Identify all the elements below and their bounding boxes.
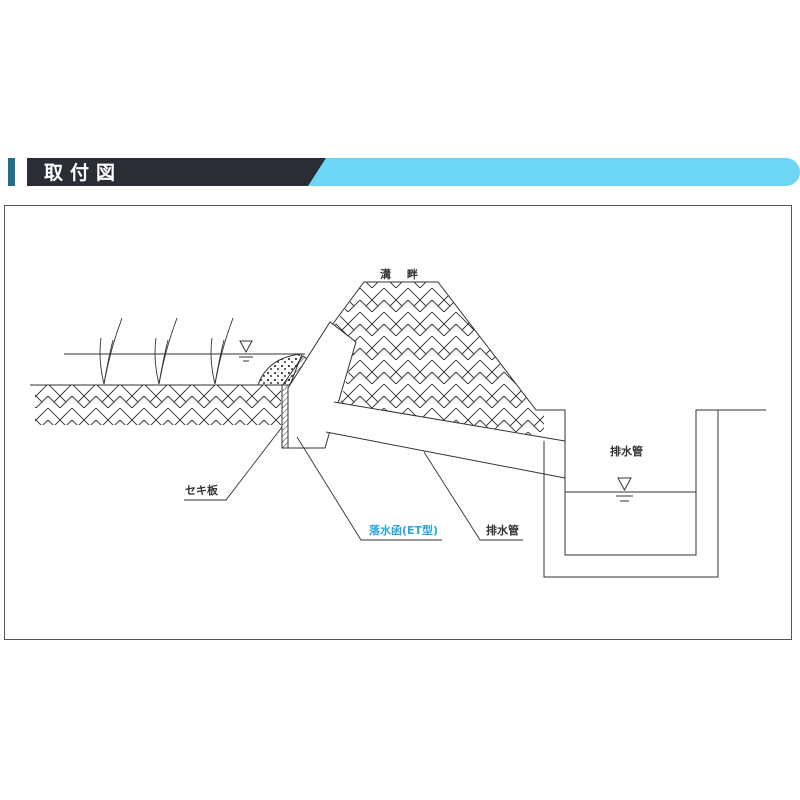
levee <box>305 281 544 441</box>
label-drain-pipe: 排水管 <box>486 524 519 537</box>
label-weir-plate: セキ板 <box>185 484 218 497</box>
leader-drain-pipe <box>423 451 523 541</box>
leader-drop-box <box>296 436 442 541</box>
header-marker <box>8 158 15 186</box>
rice-plants <box>99 317 234 385</box>
label-levee: 溝 畔 <box>380 268 424 281</box>
leader-lines <box>184 426 523 541</box>
label-ditch: 排水管 <box>610 445 643 458</box>
drop-box <box>287 321 357 449</box>
water-level-mark-ditch <box>616 477 633 502</box>
leader-weir-plate <box>184 426 283 501</box>
header-bar-dark <box>27 158 326 186</box>
label-drop-box: 落水函(ET型) <box>369 524 439 537</box>
header-bar-graphic <box>8 158 800 186</box>
drain-pipe <box>325 401 566 479</box>
diagram-frame <box>4 205 792 640</box>
drainage-ditch <box>543 409 766 578</box>
section-header: 取付図 <box>0 157 800 189</box>
field-ground <box>30 384 283 425</box>
page-title: 取付図 <box>44 162 123 184</box>
water-level-mark-field <box>239 340 253 362</box>
